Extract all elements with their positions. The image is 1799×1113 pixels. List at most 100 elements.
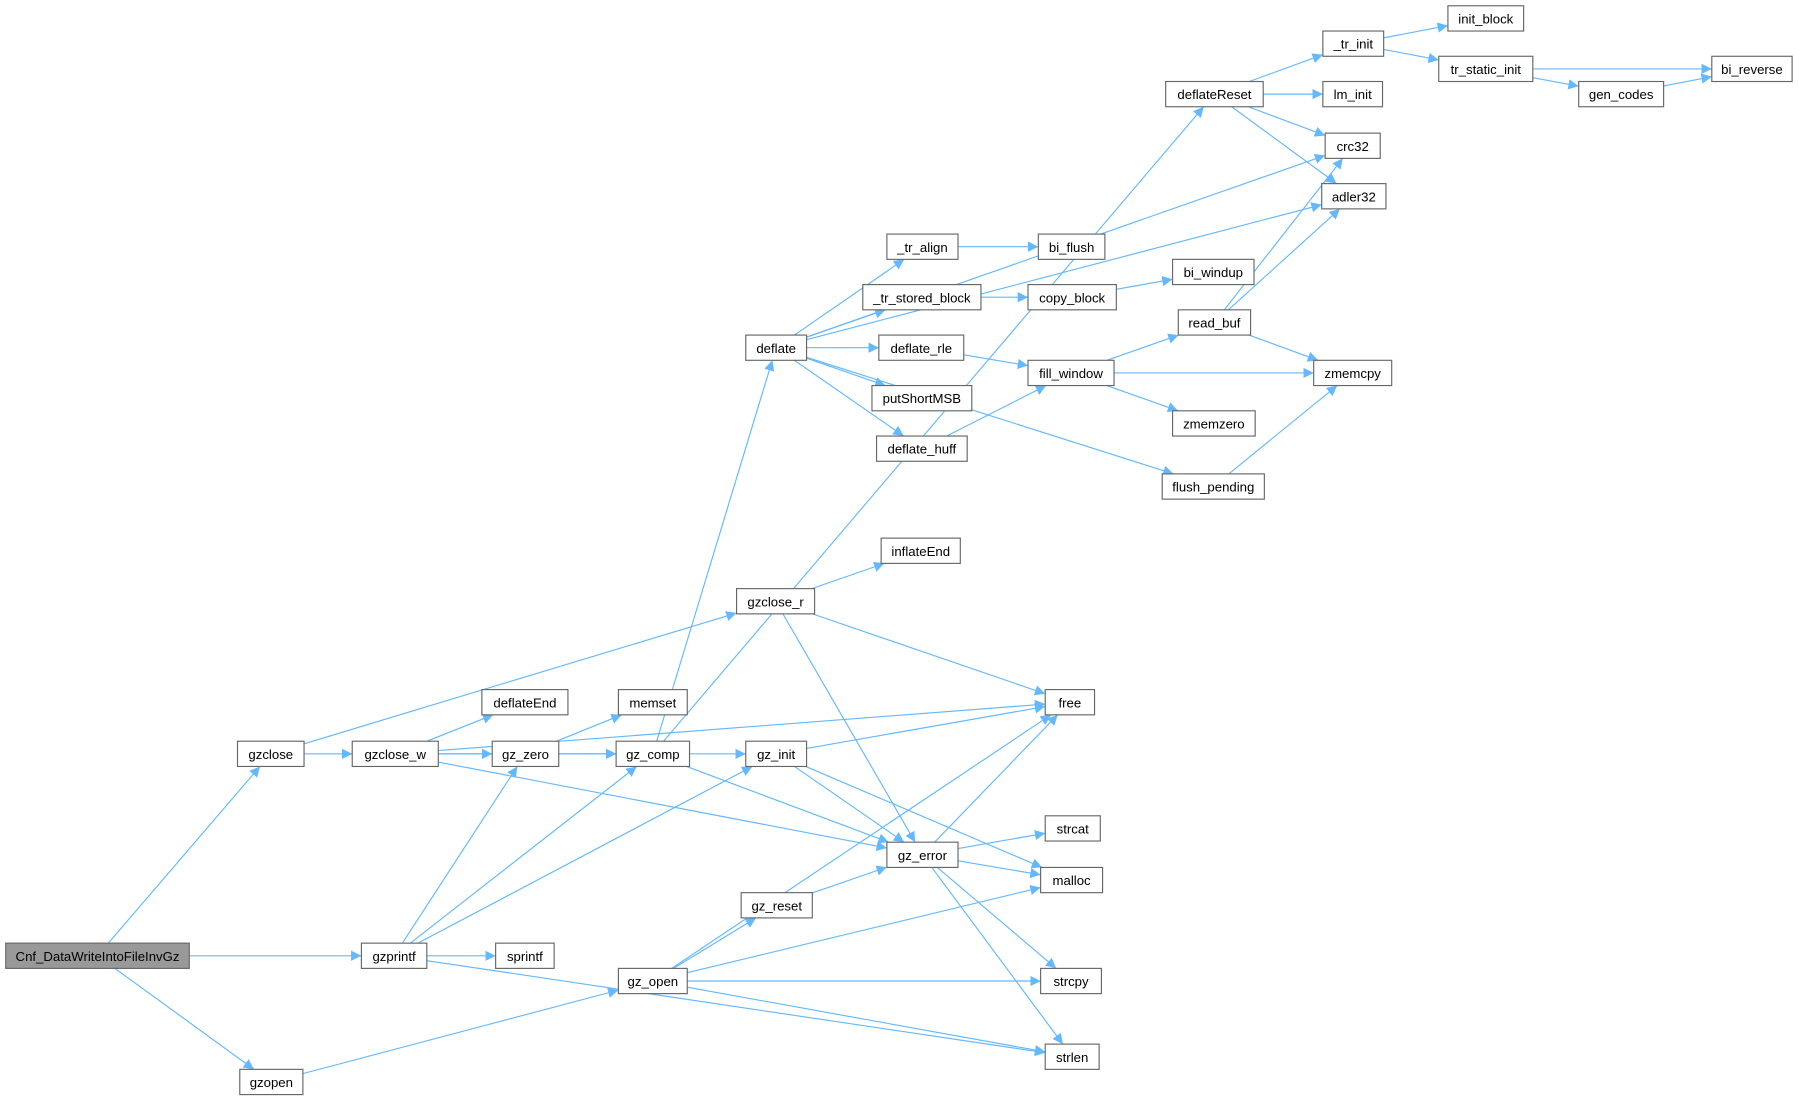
node-gz-zero[interactable]: gz_zero	[491, 740, 560, 768]
node-box	[615, 740, 691, 768]
node-label: Cnf_DataWriteIntoFileInvGz	[16, 949, 180, 964]
node-box	[1322, 80, 1384, 108]
node--tr-init[interactable]: _tr_init	[1322, 30, 1385, 57]
node-zmemcpy[interactable]: zmemcpy	[1313, 359, 1393, 387]
edge-gz_init-to-gz_error	[794, 765, 905, 843]
node-box	[5, 942, 190, 969]
node--tr-stored-block[interactable]: _tr_stored_block	[862, 284, 982, 311]
node-strcat[interactable]: strcat	[1044, 815, 1101, 842]
edge-gz_comp-to-gz_error	[686, 765, 889, 844]
node-deflatereset[interactable]: deflateReset	[1165, 80, 1264, 108]
node-box	[617, 689, 688, 716]
nodes-layer: Cnf_DataWriteIntoFileInvGz gzclose gzclose…	[5, 5, 1793, 1096]
node-box	[1321, 183, 1387, 210]
node-gzclose[interactable]: gzclose	[236, 740, 305, 768]
node-sprintf[interactable]: sprintf	[495, 942, 555, 969]
node-gz-error[interactable]: gz_error	[886, 841, 959, 868]
node-adler32[interactable]: adler32	[1321, 183, 1387, 210]
node-copy-block[interactable]: copy_block	[1027, 284, 1117, 311]
node-label: adler32	[1332, 189, 1376, 204]
node-label: deflateReset	[1177, 87, 1251, 102]
edge-tr_static_init-to-gen_codes	[1532, 77, 1579, 90]
edge-gz_open-to-free	[671, 714, 1052, 969]
node-memset[interactable]: memset	[617, 689, 688, 716]
node-box	[1171, 410, 1256, 437]
node-lm-init[interactable]: lm_init	[1322, 80, 1384, 108]
node-label: gz_zero	[502, 747, 549, 762]
node-strlen[interactable]: strlen	[1044, 1043, 1100, 1070]
node-gz-reset[interactable]: gz_reset	[740, 892, 813, 919]
node-box	[1044, 689, 1096, 716]
node-label: gzopen	[250, 1075, 293, 1090]
node-box	[736, 588, 816, 615]
node-box	[1165, 80, 1264, 108]
node-label: deflate_rle	[891, 341, 953, 356]
node-cnf[interactable]: Cnf_DataWriteIntoFileInvGz	[5, 942, 190, 969]
node-label: gzclose_w	[364, 747, 426, 762]
node-box	[1040, 866, 1104, 894]
node-label: _tr_align	[896, 240, 948, 255]
edge-gz_error-to-strlen	[931, 867, 1064, 1045]
node-gzopen[interactable]: gzopen	[239, 1068, 304, 1096]
node-flush-pending[interactable]: flush_pending	[1161, 473, 1265, 500]
node-label: gzclose_r	[747, 594, 804, 609]
node-bi-flush[interactable]: bi_flush	[1037, 233, 1106, 260]
node-tr-static-init[interactable]: tr_static_init	[1438, 55, 1534, 83]
node-label: gz_comp	[626, 747, 680, 762]
node-gzprintf[interactable]: gzprintf	[360, 942, 428, 969]
edge-gz_open-to-strlen	[687, 986, 1046, 1056]
node-gz-open[interactable]: gz_open	[617, 967, 688, 995]
edge-gzprintf-to-gz_zero	[401, 766, 518, 944]
edge-deflateReset-to-crc32	[1248, 106, 1326, 137]
node-label: crc32	[1337, 139, 1369, 154]
node-box	[886, 841, 959, 868]
node-inflateend[interactable]: inflateEnd	[880, 537, 961, 564]
node-deflate[interactable]: deflate	[745, 334, 808, 361]
node-strcpy[interactable]: strcpy	[1040, 967, 1103, 995]
node-label: inflateEnd	[891, 544, 950, 559]
node-malloc[interactable]: malloc	[1040, 866, 1104, 894]
node-bi-windup[interactable]: bi_windup	[1171, 258, 1255, 286]
node-label: deflate_huff	[888, 442, 957, 457]
edge-gzclose_w-to-deflateEnd	[426, 713, 494, 742]
node-label: zmemzero	[1183, 416, 1245, 431]
edge-read_buf-to-adler32	[1227, 208, 1341, 311]
node-gzclose-r[interactable]: gzclose_r	[736, 588, 816, 615]
node-bi-reverse[interactable]: bi_reverse	[1711, 55, 1793, 83]
edge-gz_error-to-strcpy	[936, 866, 1057, 969]
node-box	[1161, 473, 1265, 500]
edge-gzclose_r-to-free	[812, 613, 1046, 696]
node-read-buf[interactable]: read_buf	[1177, 309, 1252, 336]
node-deflate-huff[interactable]: deflate_huff	[875, 435, 968, 462]
node-crc32[interactable]: crc32	[1324, 132, 1381, 159]
node-gzclose-w[interactable]: gzclose_w	[351, 740, 439, 768]
node-box	[880, 537, 961, 564]
node-gen-codes[interactable]: gen_codes	[1578, 80, 1665, 108]
edge-copy_block-to-bi_windup	[1116, 275, 1173, 290]
node-gz-init[interactable]: gz_init	[745, 740, 808, 768]
edge-deflate-to-putShortMSB	[806, 357, 886, 388]
node-label: deflateEnd	[493, 695, 556, 710]
edge-_tr_init-to-tr_static_init	[1383, 48, 1439, 64]
node-fill-window[interactable]: fill_window	[1027, 359, 1115, 387]
node-deflate-rle[interactable]: deflate_rle	[878, 334, 965, 361]
node-box	[1177, 309, 1252, 336]
node-deflateend[interactable]: deflateEnd	[481, 689, 569, 716]
node--tr-align[interactable]: _tr_align	[886, 233, 959, 260]
node-box	[1324, 132, 1381, 159]
edge-gz_init-to-malloc	[805, 765, 1043, 869]
node-free[interactable]: free	[1044, 689, 1096, 716]
edge-read_buf-to-crc32	[1223, 158, 1344, 311]
edge-deflate_huff-to-fill_window	[946, 385, 1047, 437]
node-gz-comp[interactable]: gz_comp	[615, 740, 691, 768]
node-box	[239, 1068, 304, 1096]
node-box	[1447, 5, 1525, 32]
edge-gen_codes-to-bi_reverse	[1663, 73, 1712, 87]
node-label: fill_window	[1039, 366, 1103, 381]
edge-gz_error-to-strcat	[957, 829, 1046, 850]
node-zmemzero[interactable]: zmemzero	[1171, 410, 1256, 437]
edge-gzprintf-to-strlen	[426, 960, 1046, 1057]
node-label: bi_flush	[1049, 240, 1094, 255]
node-init-block[interactable]: init_block	[1447, 5, 1525, 32]
node-putshortmsb[interactable]: putShortMSB	[871, 384, 973, 412]
